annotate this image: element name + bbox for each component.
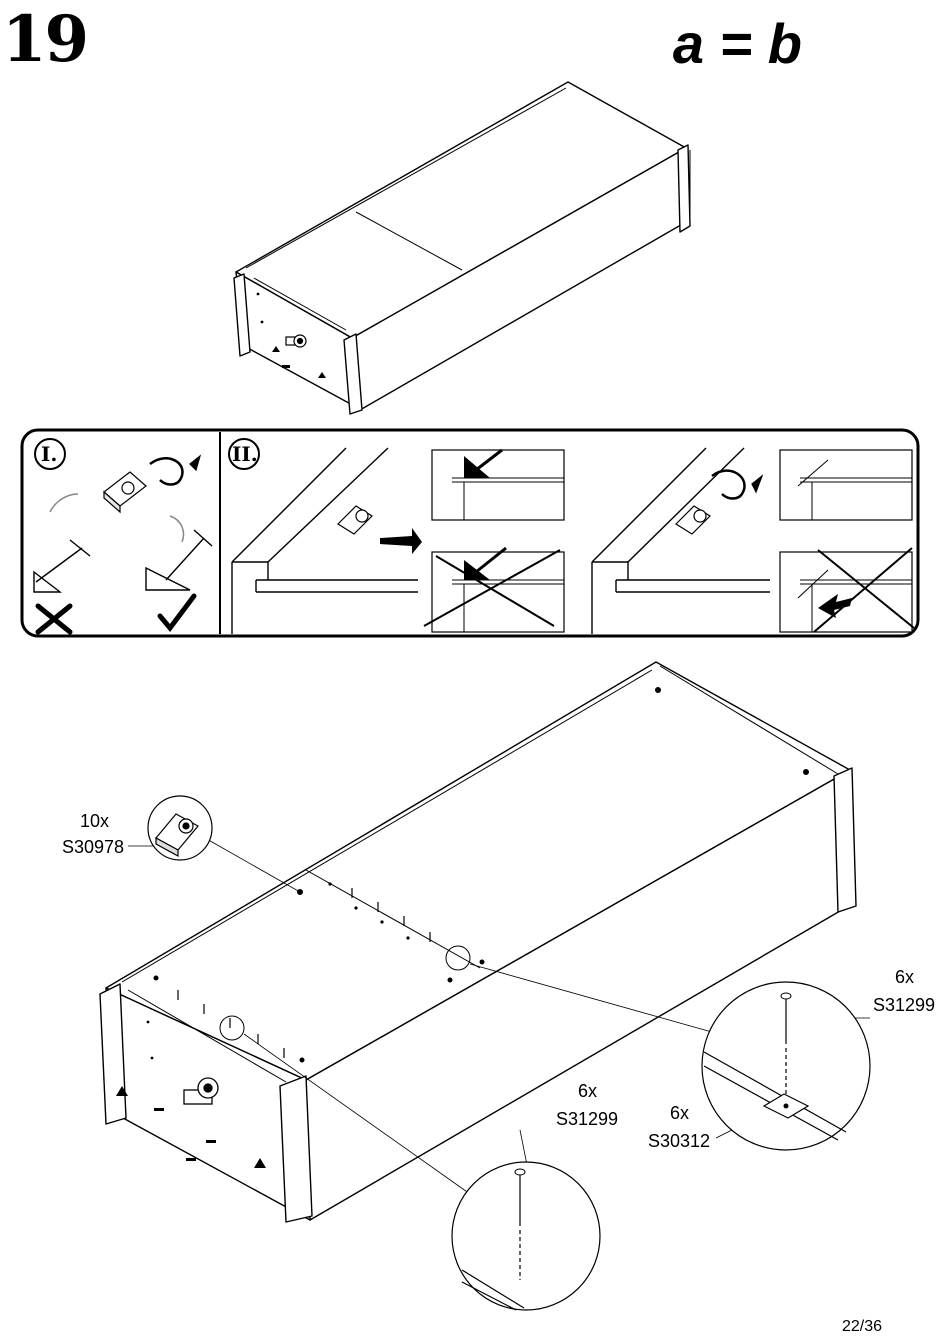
- section-one-badge: [34, 438, 66, 470]
- nail-zoom: [451, 1161, 601, 1311]
- nail-bottom-code: S31299: [556, 1109, 619, 1129]
- wrong-cross-icon-2: [813, 547, 915, 633]
- push-arrow-icon-2: [818, 594, 852, 618]
- plate-quantity: 6x: [670, 1103, 690, 1123]
- instruction-panel: [20, 428, 920, 638]
- cabinet-overview-illustration: [233, 81, 691, 415]
- fitting-code: S30978: [62, 837, 125, 857]
- plate-code: S30312: [648, 1131, 711, 1151]
- section-one-label: I.: [41, 442, 58, 466]
- correct-mark-icon: [157, 593, 197, 633]
- section-two-label: II.: [232, 442, 258, 466]
- diagonal-rule: a = b: [672, 12, 802, 75]
- nail-right-code: S31299: [873, 995, 936, 1015]
- nail-right-quantity: 6x: [895, 967, 915, 987]
- page-number: 22/36: [841, 1318, 882, 1335]
- nail-bottom-quantity: 6x: [578, 1081, 598, 1101]
- wrong-mark-icon: [35, 603, 73, 635]
- wrong-cross-icon: [423, 549, 561, 627]
- section-two-badge: [228, 438, 260, 470]
- push-arrow-icon: [380, 528, 422, 554]
- fitting-quantity: 10x: [80, 811, 110, 831]
- cabinet-detail-illustration: [99, 661, 871, 1311]
- step-number: 19: [2, 2, 89, 77]
